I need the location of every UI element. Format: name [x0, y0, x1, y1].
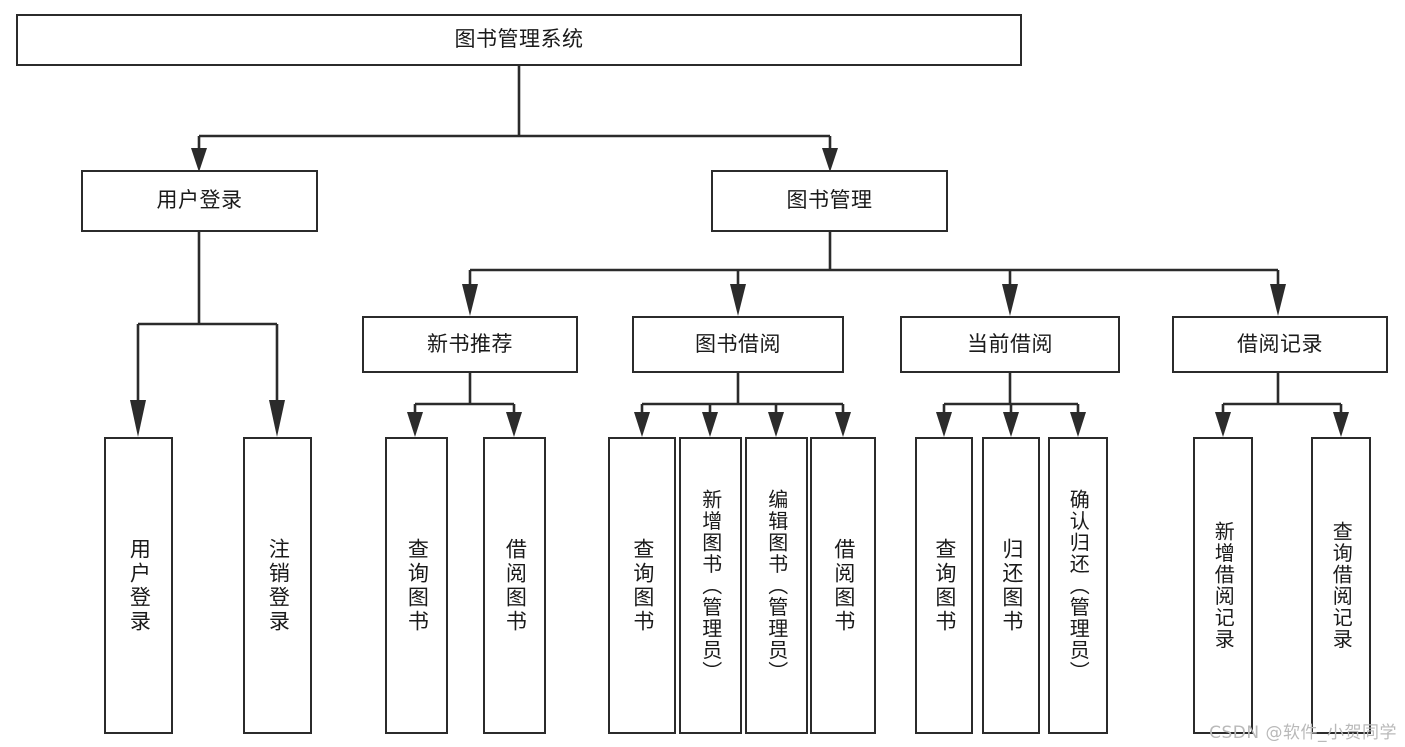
node-label: 图书管理: [786, 188, 873, 213]
node-label: 用户登录: [156, 188, 243, 213]
node-label: 查询借阅记录: [1329, 521, 1354, 650]
node-label: 查询图书: [932, 537, 957, 634]
node-label: 图书借阅: [695, 331, 781, 356]
node-label: 确认归还（管理员）: [1066, 488, 1091, 683]
node-label: 新书推荐: [427, 331, 513, 356]
node-book-borrow[interactable]: 图书借阅: [632, 316, 844, 373]
leaf-current-borrow-confirm-return-admin[interactable]: 确认归还（管理员）: [1048, 437, 1108, 734]
node-label: 查询图书: [630, 537, 655, 634]
leaf-user-login-logout[interactable]: 注销登录: [243, 437, 312, 734]
node-label: 图书管理系统: [454, 27, 584, 52]
leaf-new-book-query-book[interactable]: 查询图书: [385, 437, 448, 734]
leaf-current-borrow-query-book[interactable]: 查询图书: [915, 437, 973, 734]
node-label: 注销登录: [266, 537, 291, 634]
node-label: 新增借阅记录: [1211, 521, 1236, 650]
node-label: 归还图书: [999, 537, 1024, 634]
node-label: 借阅图书: [831, 537, 856, 634]
node-label: 当前借阅: [967, 331, 1053, 356]
leaf-borrow-record-query-record[interactable]: 查询借阅记录: [1311, 437, 1371, 734]
node-label: 查询图书: [405, 537, 430, 634]
node-root-book-management-system[interactable]: 图书管理系统: [16, 14, 1022, 66]
node-label: 用户登录: [127, 537, 152, 634]
node-label: 借阅记录: [1237, 331, 1323, 356]
leaf-book-borrow-edit-book-admin[interactable]: 编辑图书（管理员）: [745, 437, 808, 734]
node-user-login[interactable]: 用户登录: [81, 170, 318, 232]
node-label: 借阅图书: [503, 537, 528, 634]
node-borrow-record[interactable]: 借阅记录: [1172, 316, 1388, 373]
leaf-user-login-login[interactable]: 用户登录: [104, 437, 173, 734]
leaf-book-borrow-add-book-admin[interactable]: 新增图书（管理员）: [679, 437, 742, 734]
node-label: 新增图书（管理员）: [698, 488, 723, 683]
node-label: 编辑图书（管理员）: [764, 488, 789, 683]
leaf-current-borrow-return-book[interactable]: 归还图书: [982, 437, 1040, 734]
node-current-borrow[interactable]: 当前借阅: [900, 316, 1120, 373]
node-book-management[interactable]: 图书管理: [711, 170, 948, 232]
leaf-new-book-borrow-book[interactable]: 借阅图书: [483, 437, 546, 734]
leaf-book-borrow-borrow-book[interactable]: 借阅图书: [810, 437, 876, 734]
node-new-book-recommend[interactable]: 新书推荐: [362, 316, 578, 373]
leaf-book-borrow-query-book[interactable]: 查询图书: [608, 437, 676, 734]
leaf-borrow-record-add-record[interactable]: 新增借阅记录: [1193, 437, 1253, 734]
